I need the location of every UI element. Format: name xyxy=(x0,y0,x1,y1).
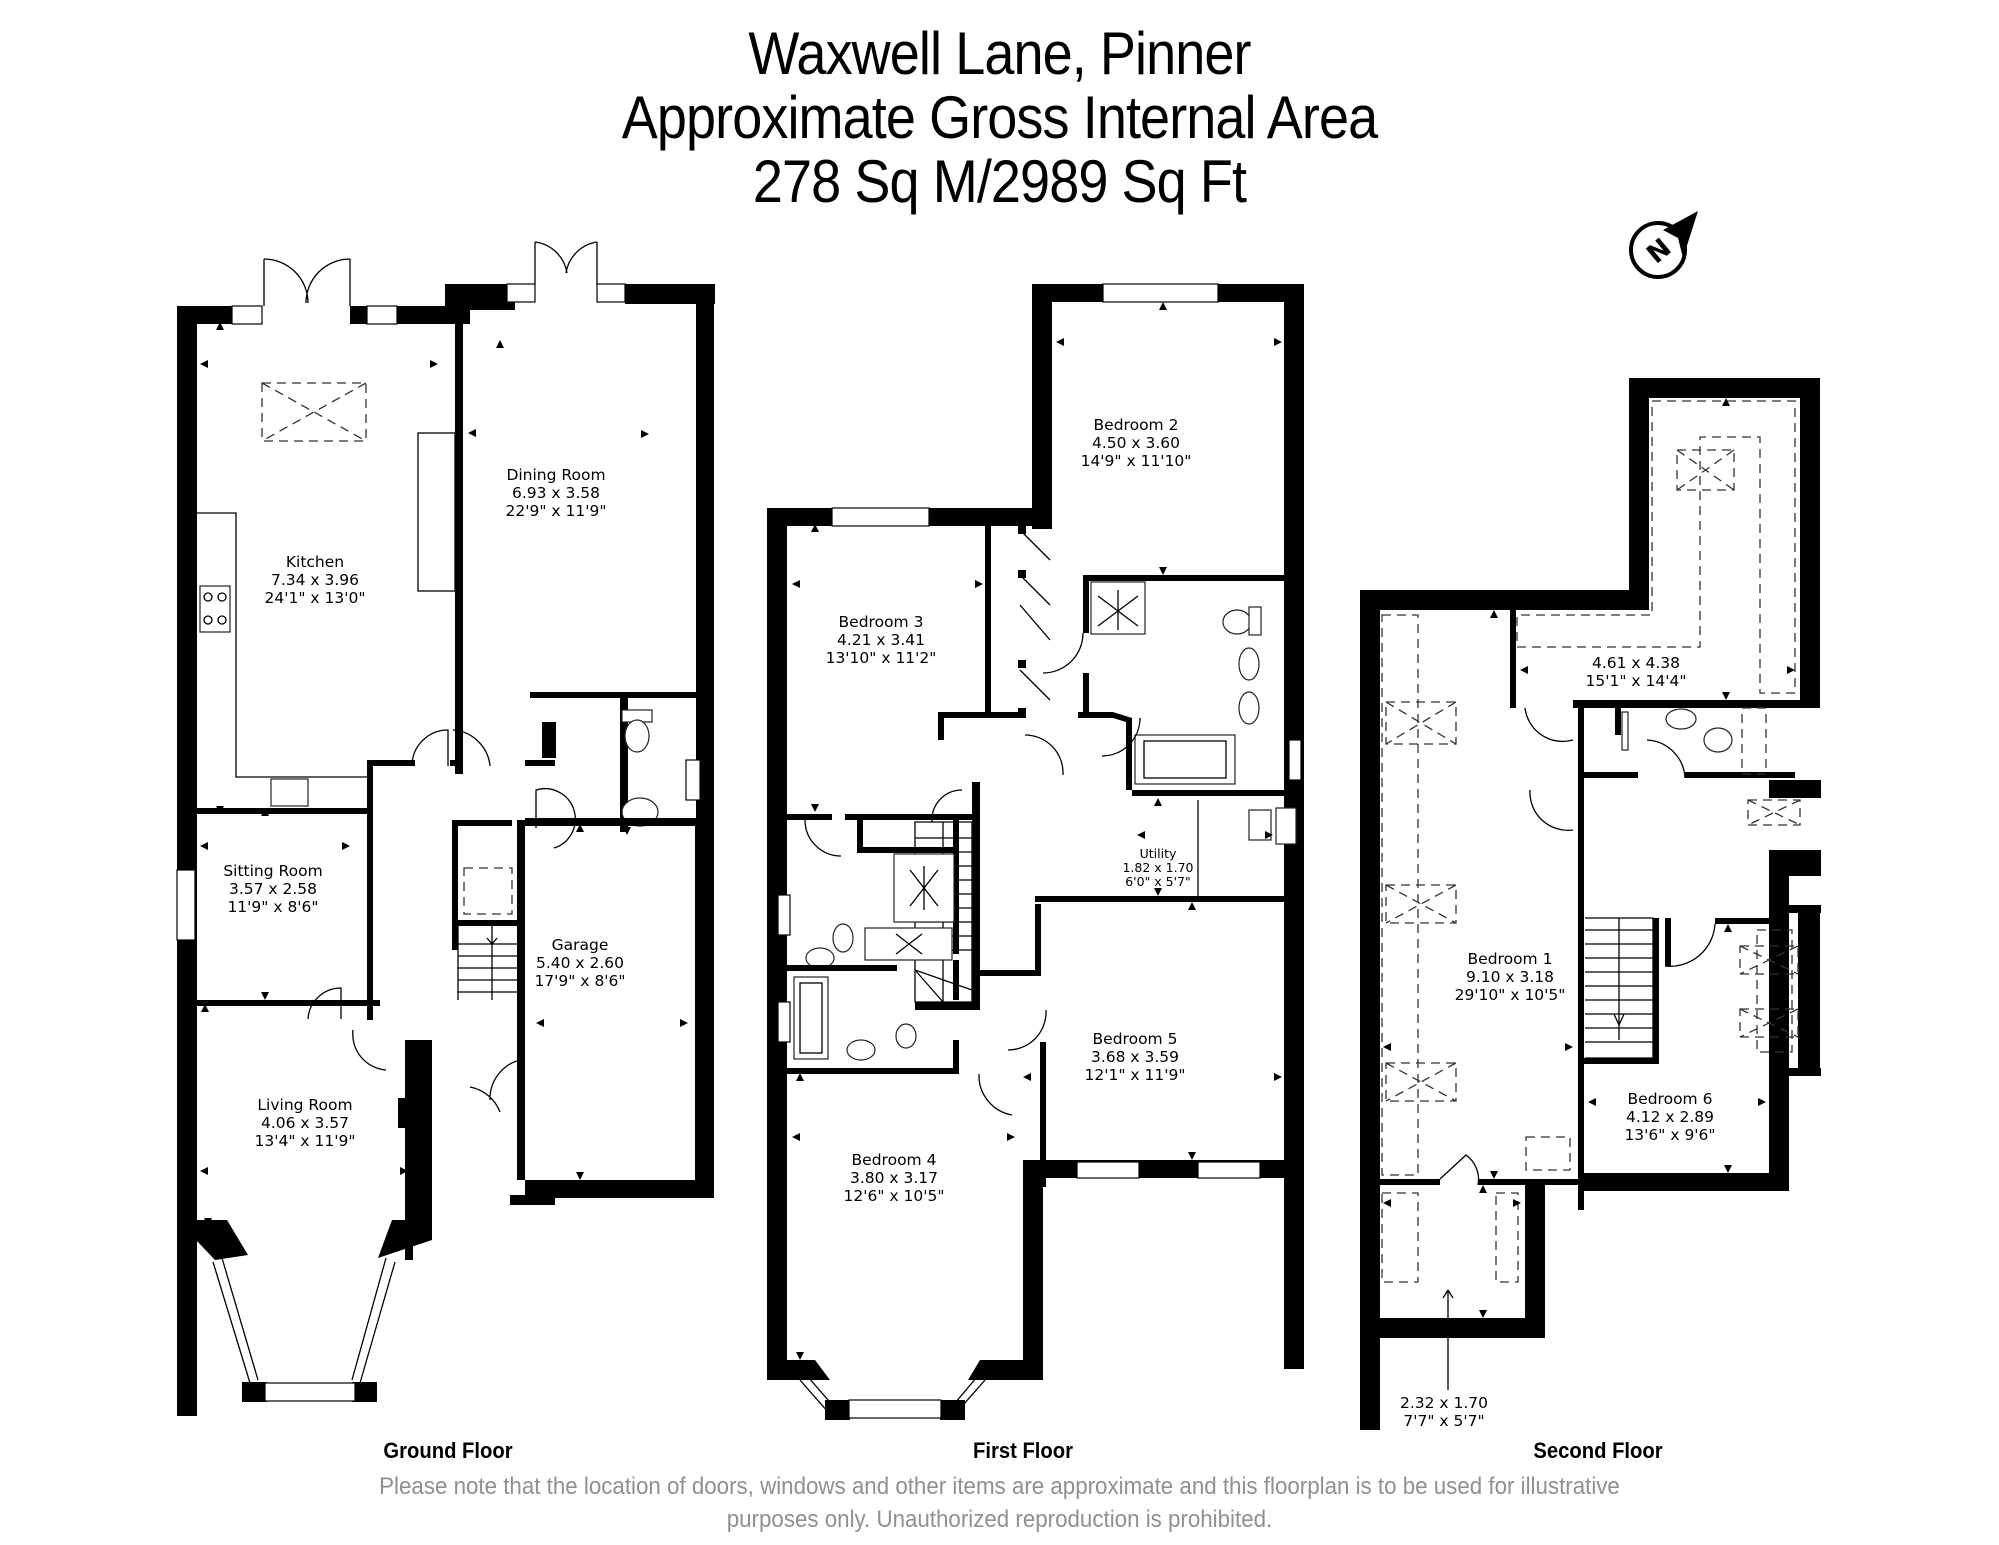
title-block: Waxwell Lane, Pinner Approximate Gross I… xyxy=(0,22,1999,214)
area-value: 278 Sq M/2989 Sq Ft xyxy=(752,148,1247,215)
area-heading: Approximate Gross Internal Area xyxy=(621,84,1378,151)
north-arrow-icon: N xyxy=(1629,211,1698,279)
first-floor-label: First Floor xyxy=(972,1438,1074,1463)
ground-floor-label: Ground Floor xyxy=(383,1438,513,1463)
disclaimer: Please note that the location of doors, … xyxy=(70,1470,1929,1536)
second-floor-label: Second Floor xyxy=(1533,1438,1663,1463)
property-address: Waxwell Lane, Pinner xyxy=(748,20,1251,87)
disclaimer-line-2: purposes only. Unauthorized reproduction… xyxy=(726,1506,1273,1533)
disclaimer-line-1: Please note that the location of doors, … xyxy=(379,1473,1620,1500)
